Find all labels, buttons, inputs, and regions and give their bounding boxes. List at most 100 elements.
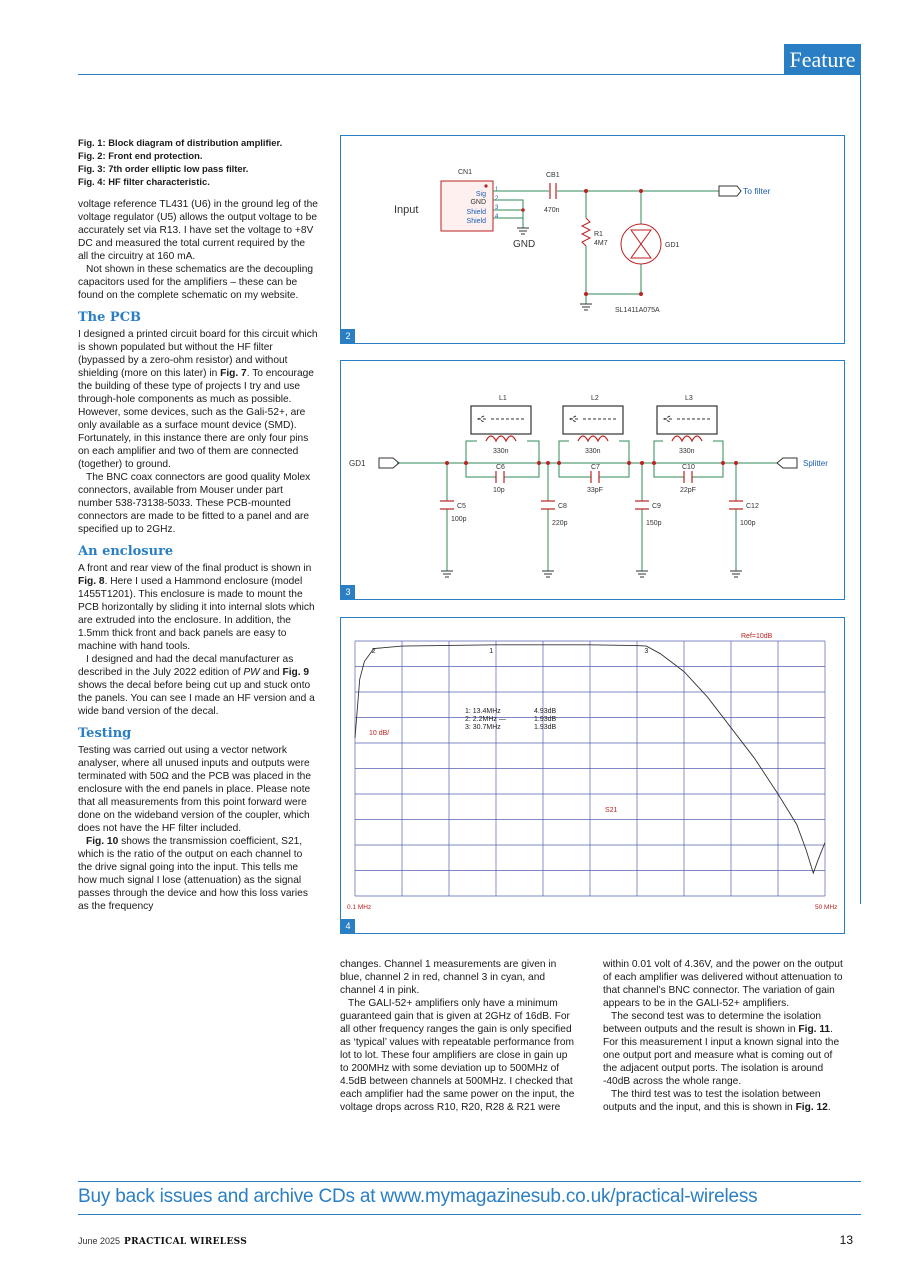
pin-label: Shield <box>467 209 487 216</box>
junction-dots <box>445 461 738 465</box>
figure-number: 2 <box>341 329 355 343</box>
capacitor-c6: C6 10p <box>493 464 505 494</box>
trace-markers: 2 1 3 <box>372 648 649 655</box>
capacitor-symbol <box>549 183 557 199</box>
column-1: Fig. 1: Block diagram of distribution am… <box>78 136 318 913</box>
paragraph: A front and rear view of the final produ… <box>78 563 315 652</box>
pin-label: Shield <box>467 218 487 225</box>
gdt-symbol <box>630 229 652 259</box>
magazine-name: PRACTICAL WIRELESS <box>124 1237 248 1247</box>
caption-fig1: Fig. 1: Block diagram of distribution am… <box>78 137 283 148</box>
figure-captions: Fig. 1: Block diagram of distribution am… <box>78 136 318 188</box>
pin-number: 2 <box>495 196 499 202</box>
pin1-dot <box>484 184 488 188</box>
pin-number: 3 <box>495 205 499 211</box>
marker-label: 3 <box>644 648 648 655</box>
cb1-label: CB1 <box>546 172 560 179</box>
front-end-schematic: Input CN1 Sig GND Shield Shield 1 2 3 4 <box>394 169 771 314</box>
gd1-port-label: GD1 <box>349 459 366 468</box>
inductor-l1: L1 330n <box>470 395 532 455</box>
figure-4-network-analyser-plot: Ref=10dB 10 dB/ S21 0.1 MHz 50 MHz 1: 13… <box>340 617 845 934</box>
fig-ref: Fig. 10 <box>86 836 119 847</box>
svg-text:C5: C5 <box>457 503 466 510</box>
capacitor-c12: C12 100p <box>729 500 759 527</box>
to-filter-label: To filter <box>743 186 771 196</box>
header-rule <box>78 74 861 75</box>
figure-number: 4 <box>341 919 355 933</box>
svg-text:C10: C10 <box>682 464 695 471</box>
figure-number: 3 <box>341 585 355 599</box>
inductor-l3: L3 330n <box>656 395 718 455</box>
heading-enclosure: An enclosure <box>78 544 174 559</box>
r1-label: R1 <box>594 231 603 238</box>
svg-text:330n: 330n <box>585 448 601 455</box>
svg-text:100p: 100p <box>740 520 756 527</box>
paragraph: voltage reference TL431 (U6) in the grou… <box>78 199 318 262</box>
column-3: within 0.01 volt of 4.36V, and the power… <box>603 958 843 1114</box>
fig-ref: Fig. 8 <box>78 576 105 587</box>
paragraph: The third test was to test the isolation… <box>603 1089 831 1113</box>
x-end-label: 50 MHz <box>815 904 837 911</box>
heading-testing: Testing <box>78 726 132 741</box>
pin-label: Sig <box>476 191 486 198</box>
schematic-wires <box>397 440 777 571</box>
svg-text:33pF: 33pF <box>587 487 603 494</box>
marker-row: 2: 2.2MHz — <box>465 716 506 723</box>
inductor-l2: L2 330n <box>562 395 624 455</box>
caption-fig2: Fig. 2: Front end protection. <box>78 150 203 161</box>
column-2: changes. Channel 1 measurements are give… <box>340 958 576 1114</box>
paragraph: I designed and had the decal manufacture… <box>78 654 315 717</box>
s21-trace <box>354 644 826 875</box>
paragraph: Testing was carried out using a vector n… <box>78 745 312 834</box>
svg-text:L3: L3 <box>685 395 693 402</box>
figure-3-schematic: L1 330n L2 330n L3 330n C6 10p C7 33pF <box>340 360 845 600</box>
svg-text:C12: C12 <box>746 503 759 510</box>
gd1-label: GD1 <box>665 242 680 249</box>
fig-ref: Fig. 12 <box>795 1102 828 1113</box>
gnd-label: GND <box>513 239 535 250</box>
marker-row: 3: 30.7MHz <box>465 724 501 731</box>
r1-value: 4M7 <box>594 240 608 247</box>
svg-text:220p: 220p <box>552 520 568 527</box>
capacitor-c5: C5 100p <box>440 500 467 523</box>
capacitor-c9: C9 150p <box>635 500 662 527</box>
svg-text:150p: 150p <box>646 520 662 527</box>
resistor-symbol <box>580 217 592 247</box>
fig-ref: Fig. 9 <box>282 667 310 678</box>
filter-schematic: L1 330n L2 330n L3 330n C6 10p C7 33pF <box>349 395 828 578</box>
svg-text:330n: 330n <box>493 448 509 455</box>
paragraph: within 0.01 volt of 4.36V, and the power… <box>603 959 843 1009</box>
input-label: Input <box>394 204 418 216</box>
capacitor-c10: C10 22pF <box>680 464 696 494</box>
trace-label: S21 <box>605 807 618 814</box>
svg-text:330n: 330n <box>679 448 695 455</box>
cn1-label: CN1 <box>458 169 472 176</box>
fig-ref: Fig. 11 <box>798 1024 831 1035</box>
x-start-label: 0.1 MHz <box>347 904 371 911</box>
part-number: SL1411A075A <box>615 307 660 314</box>
paragraph: Not shown in these schematics are the de… <box>78 264 314 301</box>
svg-text:C6: C6 <box>496 464 505 471</box>
scale-label: 10 dB/ <box>369 730 389 737</box>
marker-table: 1: 13.4MHz 2: 2.2MHz — 3: 30.7MHz 4.93dB… <box>465 708 557 731</box>
ground-symbol <box>517 227 592 311</box>
svg-text:L1: L1 <box>499 395 507 402</box>
marker-value: 4.93dB <box>534 708 557 715</box>
pin-label: GND <box>470 199 486 206</box>
caption-fig3: Fig. 3: 7th order elliptic low pass filt… <box>78 163 249 174</box>
port-symbol <box>378 457 400 469</box>
pin-number: 1 <box>495 187 499 193</box>
marker-label: 1 <box>489 648 493 655</box>
back-issues-link[interactable]: Buy back issues and archive CDs at www.m… <box>78 1186 758 1207</box>
ad-rule <box>78 1214 861 1215</box>
s21-chart: Ref=10dB 10 dB/ S21 0.1 MHz 50 MHz 1: 13… <box>347 633 837 911</box>
figure-2-schematic: Input CN1 Sig GND Shield Shield 1 2 3 4 <box>340 135 845 344</box>
marker-label: 2 <box>372 648 376 655</box>
splitter-label: Splitter <box>803 459 828 468</box>
marker-row: 1: 13.4MHz <box>465 708 501 715</box>
gas-discharge-tube <box>620 223 662 265</box>
paragraph: The BNC coax connectors are good quality… <box>78 472 311 535</box>
ad-rule <box>78 1181 861 1182</box>
